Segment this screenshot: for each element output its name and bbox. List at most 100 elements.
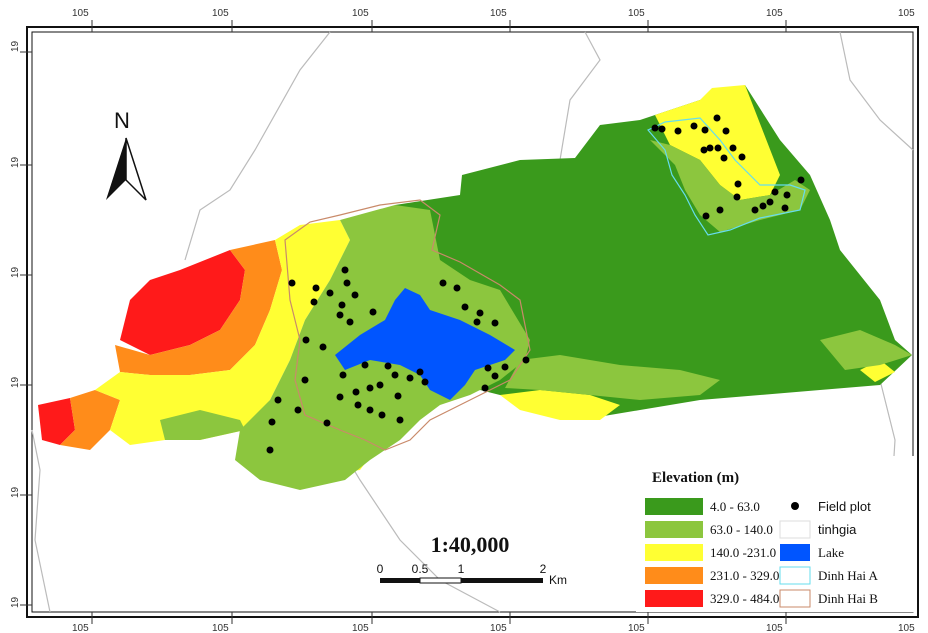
- field-plot-point: [376, 381, 384, 389]
- lon-tick-labels-top: 105 105 105 105 105 105 105: [72, 8, 915, 19]
- legend-swatch: [645, 521, 703, 538]
- field-plot-point: [319, 343, 327, 351]
- field-plot-point: [716, 206, 724, 214]
- elevation-class-5-area: [120, 250, 245, 355]
- lon-tick-label: 105: [352, 623, 369, 633]
- field-plot-point: [729, 144, 737, 152]
- lat-tick-label: 19: [10, 486, 21, 498]
- field-plot-point: [361, 361, 369, 369]
- field-plot-point: [346, 318, 354, 326]
- map-inner-frame: [31, 31, 914, 613]
- legend: Elevation (m) 4.0 - 63.0 63.0 - 140.0 14…: [636, 456, 916, 612]
- scale-bar-segment: [380, 578, 420, 583]
- legend-label: 63.0 - 140.0: [710, 522, 773, 537]
- field-plot-point: [651, 124, 659, 132]
- field-plot-point: [391, 371, 399, 379]
- field-plot-point: [461, 303, 469, 311]
- field-plot-point: [274, 396, 282, 404]
- lon-tick-label: 105: [628, 623, 645, 633]
- field-plot-point: [714, 144, 722, 152]
- north-arrow-left-half: [106, 138, 126, 200]
- dinh-hai-b-boundary: [284, 199, 531, 451]
- legend-swatch: [645, 498, 703, 515]
- field-plot-point: [476, 309, 484, 317]
- legend-label: 231.0 - 329.0: [710, 568, 779, 583]
- legend-label: 329.0 - 484.0: [710, 591, 779, 606]
- legend-label: Lake: [818, 545, 844, 560]
- scale-bar-unit: Km: [549, 573, 567, 587]
- legend-label: Field plot: [818, 499, 871, 514]
- field-plot-point: [338, 301, 346, 309]
- field-plot-point: [690, 122, 698, 130]
- field-plot-point: [766, 198, 774, 206]
- lon-tick-label: 105: [212, 8, 229, 19]
- scale-bar-label: 1: [458, 562, 465, 576]
- field-plot-point: [421, 378, 429, 386]
- field-plot-point: [339, 371, 347, 379]
- scale-bar-label: 2: [540, 562, 547, 576]
- dinh-hai-a-symbol: [779, 566, 811, 585]
- field-plot-point: [416, 368, 424, 376]
- scale-bar-label: 0.5: [412, 562, 429, 576]
- elevation-class-2-area: [820, 330, 912, 370]
- field-plot-point: [700, 146, 708, 154]
- field-plot-symbol: [791, 502, 799, 510]
- elevation-legend: 4.0 - 63.0 63.0 - 140.0 140.0 -231.0 231…: [645, 498, 779, 607]
- legend-label: Dinh Hai A: [818, 568, 879, 583]
- legend-swatch: [645, 544, 703, 561]
- field-plot-point: [484, 364, 492, 372]
- lon-tick-label: 105: [766, 8, 783, 19]
- lake-area: [335, 288, 515, 400]
- scale-bar-label: 0: [377, 562, 384, 576]
- lat-tick-label: 19: [10, 596, 21, 608]
- legend-swatch: [645, 590, 703, 607]
- field-plot-point: [720, 154, 728, 162]
- field-plot-point: [781, 204, 789, 212]
- field-plot-point: [783, 191, 791, 199]
- legend-label: tinhgia: [818, 522, 857, 537]
- scale-bar-segment: [419, 577, 462, 584]
- lon-tick-label: 105: [490, 623, 507, 633]
- field-plot-point: [288, 279, 296, 287]
- tinhgia-symbol: [779, 520, 811, 539]
- lon-tick-label: 105: [212, 623, 229, 633]
- field-plot-point: [706, 144, 714, 152]
- field-plot-point: [354, 401, 362, 409]
- field-plot-point: [302, 336, 310, 344]
- elevation-map: [38, 85, 912, 490]
- scale-bar-segment: [461, 578, 543, 583]
- field-plot-point: [453, 284, 461, 292]
- dinh-hai-b-symbol: [779, 589, 811, 608]
- field-plot-point: [323, 419, 331, 427]
- field-plot-point: [406, 374, 414, 382]
- field-plot-point: [751, 206, 759, 214]
- north-arrow: N: [106, 108, 147, 201]
- lon-tick-labels-bottom: 105 105 105 105 105 105 105: [72, 623, 915, 633]
- field-plot-point: [310, 298, 318, 306]
- field-plot-point: [797, 176, 805, 184]
- legend-swatch: [645, 567, 703, 584]
- lon-tick-label: 105: [490, 8, 507, 19]
- scale-ratio: 1:40,000: [431, 532, 510, 557]
- field-plot-point: [702, 212, 710, 220]
- lake-symbol: [780, 544, 810, 561]
- lat-tick-labels-left: 19 19 19 19 19 19: [10, 40, 21, 608]
- lon-tick-label: 105: [766, 623, 783, 633]
- field-plots: [266, 114, 805, 454]
- lon-tick-label: 105: [72, 8, 89, 19]
- field-plot-point: [341, 266, 349, 274]
- field-plot-point: [268, 418, 276, 426]
- field-plot-point: [658, 125, 666, 133]
- legend-label: Dinh Hai B: [818, 591, 878, 606]
- field-plot-point: [336, 311, 344, 319]
- elevation-class-4-area: [115, 240, 282, 375]
- lon-tick-label: 105: [898, 8, 915, 19]
- field-plot-point: [366, 384, 374, 392]
- field-plot-point: [674, 127, 682, 135]
- elevation-class-3-area: [95, 220, 350, 445]
- field-plot-point: [343, 279, 351, 287]
- lon-tick-label: 105: [352, 8, 369, 19]
- lat-tick-label: 19: [10, 266, 21, 278]
- field-plot-point: [312, 284, 320, 292]
- north-arrow-right-half: [125, 137, 147, 201]
